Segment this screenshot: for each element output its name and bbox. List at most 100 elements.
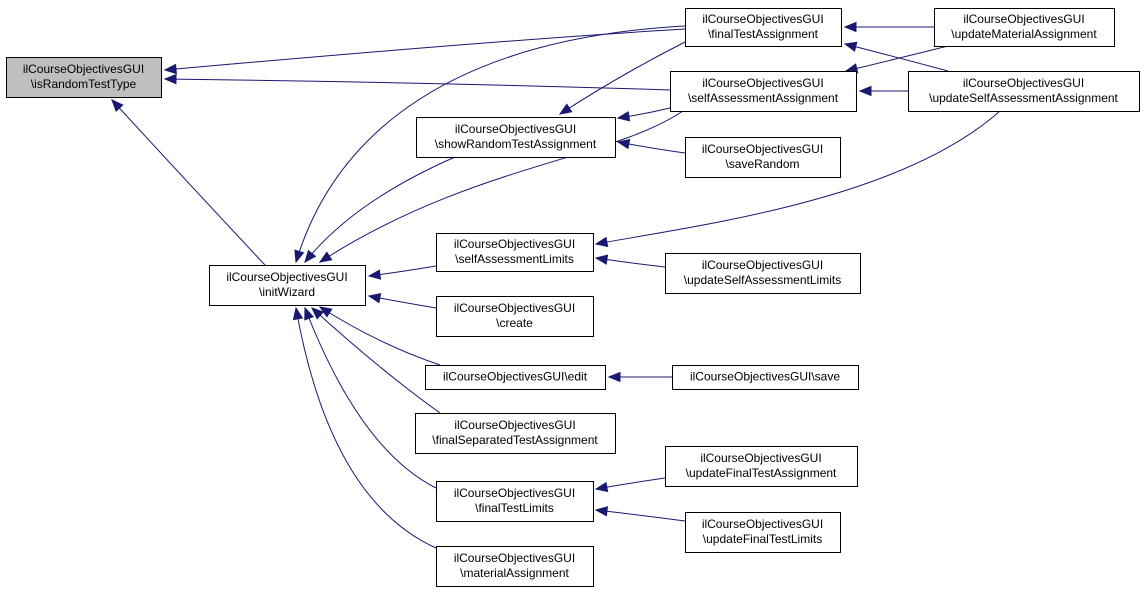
node-method-label: ilCourseObjectivesGUI\edit bbox=[443, 370, 588, 384]
node-box bbox=[665, 446, 858, 487]
node-method-label: \finalTestAssignment bbox=[708, 27, 819, 41]
node-box bbox=[209, 265, 366, 306]
node-selfAssessmentLimits[interactable]: ilCourseObjectivesGUI\selfAssessmentLimi… bbox=[436, 233, 594, 272]
node-updateFinalTestAssignment[interactable]: ilCourseObjectivesGUI\updateFinalTestAss… bbox=[665, 446, 858, 487]
edge-finalTestAssignment-to-showRandomTestAssignment bbox=[558, 41, 686, 115]
node-box bbox=[425, 365, 606, 390]
edge-updateMaterialAssignment-to-finalTestAssignment bbox=[843, 21, 934, 33]
node-class-label: ilCourseObjectivesGUI bbox=[963, 76, 1084, 90]
node-selfAssessmentAssignment[interactable]: ilCourseObjectivesGUI\selfAssessmentAssi… bbox=[670, 71, 857, 112]
arrowhead bbox=[111, 99, 124, 113]
edge-line bbox=[295, 307, 437, 549]
node-finalTestAssignment[interactable]: ilCourseObjectivesGUI\finalTestAssignmen… bbox=[685, 8, 842, 47]
arrowhead bbox=[304, 306, 315, 321]
node-box bbox=[415, 413, 616, 454]
node-box bbox=[436, 233, 594, 272]
node-saveRandom[interactable]: ilCourseObjectivesGUI\saveRandom bbox=[685, 137, 841, 178]
arrowhead bbox=[594, 506, 609, 517]
node-updateMaterialAssignment[interactable]: ilCourseObjectivesGUI\updateMaterialAssi… bbox=[934, 8, 1115, 47]
edge-updateMaterialAssignment-to-selfAssessmentAssignment bbox=[844, 45, 949, 74]
node-method-label: \showRandomTestAssignment bbox=[435, 137, 597, 151]
node-method-label: \create bbox=[496, 316, 533, 330]
edges-layer bbox=[111, 21, 1001, 549]
edge-line bbox=[304, 307, 437, 489]
node-save[interactable]: ilCourseObjectivesGUI\save bbox=[672, 365, 859, 390]
edge-selfAssessmentLimits-to-initWizard bbox=[367, 265, 437, 280]
edge-updateSelfAssessmentLimits-to-selfAssessmentLimits bbox=[594, 254, 666, 268]
node-class-label: ilCourseObjectivesGUI bbox=[454, 301, 575, 315]
arrowhead bbox=[304, 249, 317, 264]
edge-updateSelfAssessmentAssignment-to-finalTestAssignment bbox=[843, 41, 949, 72]
node-box bbox=[685, 512, 841, 553]
node-method-label: ilCourseObjectivesGUI\save bbox=[690, 370, 840, 384]
edge-line bbox=[164, 78, 671, 91]
edge-create-to-initWizard bbox=[367, 293, 437, 309]
edge-line bbox=[844, 43, 949, 72]
edge-line bbox=[319, 306, 441, 366]
node-method-label: \selfAssessmentLimits bbox=[455, 252, 574, 266]
node-class-label: ilCourseObjectivesGUI bbox=[226, 270, 347, 284]
node-method-label: \materialAssignment bbox=[460, 566, 569, 580]
node-method-label: \updateFinalTestAssignment bbox=[686, 466, 837, 480]
node-isRandomTestType[interactable]: ilCourseObjectivesGUI\isRandomTestType bbox=[6, 57, 162, 98]
edge-updateFinalTestAssignment-to-finalTestLimits bbox=[594, 477, 666, 493]
node-box bbox=[685, 8, 842, 47]
node-class-label: ilCourseObjectivesGUI bbox=[702, 517, 823, 531]
edge-showRandomTestAssignment-to-initWizard bbox=[304, 156, 456, 264]
node-box bbox=[685, 137, 841, 178]
edge-selfAssessmentAssignment-to-isRandomTestType bbox=[163, 73, 671, 91]
node-method-label: \saveRandom bbox=[725, 157, 799, 171]
arrowhead bbox=[858, 85, 872, 97]
node-method-label: \finalSeparatedTestAssignment bbox=[432, 433, 598, 447]
edge-finalTestLimits-to-initWizard bbox=[304, 306, 437, 489]
node-method-label: \isRandomTestType bbox=[31, 77, 137, 91]
arrowhead bbox=[594, 481, 609, 493]
node-class-label: ilCourseObjectivesGUI bbox=[454, 551, 575, 565]
edge-materialAssignment-to-initWizard bbox=[292, 306, 437, 549]
arrowhead bbox=[318, 251, 333, 263]
node-box bbox=[908, 71, 1140, 112]
node-class-label: ilCourseObjectivesGUI bbox=[454, 486, 575, 500]
edge-line bbox=[164, 28, 686, 71]
edge-line bbox=[559, 41, 686, 115]
arrowhead bbox=[594, 254, 609, 265]
node-create[interactable]: ilCourseObjectivesGUI\create bbox=[436, 296, 594, 337]
node-box bbox=[436, 296, 594, 337]
node-class-label: ilCourseObjectivesGUI bbox=[23, 62, 144, 76]
node-finalTestLimits[interactable]: ilCourseObjectivesGUI\finalTestLimits bbox=[436, 481, 594, 522]
node-class-label: ilCourseObjectivesGUI bbox=[702, 258, 823, 272]
node-method-label: \finalTestLimits bbox=[475, 501, 554, 515]
edge-finalTestAssignment-to-isRandomTestType bbox=[163, 28, 686, 75]
node-updateSelfAssessmentAssignment[interactable]: ilCourseObjectivesGUI\updateSelfAssessme… bbox=[908, 71, 1140, 112]
node-class-label: ilCourseObjectivesGUI bbox=[455, 122, 576, 136]
node-initWizard[interactable]: ilCourseObjectivesGUI\initWizard bbox=[209, 265, 366, 306]
node-box bbox=[6, 57, 162, 98]
node-class-label: ilCourseObjectivesGUI bbox=[454, 418, 575, 432]
arrowhead bbox=[294, 249, 305, 264]
node-edit[interactable]: ilCourseObjectivesGUI\edit bbox=[425, 365, 606, 390]
node-finalSeparatedTestAssignment[interactable]: ilCourseObjectivesGUI\finalSeparatedTest… bbox=[415, 413, 616, 454]
node-updateFinalTestLimits[interactable]: ilCourseObjectivesGUI\updateFinalTestLim… bbox=[685, 512, 841, 553]
node-updateSelfAssessmentLimits[interactable]: ilCourseObjectivesGUI\updateSelfAssessme… bbox=[665, 253, 861, 294]
node-method-label: \updateSelfAssessmentAssignment bbox=[929, 91, 1118, 105]
edge-updateSelfAssessmentAssignment-to-selfAssessmentAssignment bbox=[858, 85, 908, 97]
arrowhead bbox=[292, 306, 304, 321]
edge-line bbox=[845, 45, 949, 72]
arrowhead bbox=[163, 73, 177, 85]
node-materialAssignment[interactable]: ilCourseObjectivesGUI\materialAssignment bbox=[436, 546, 594, 587]
edge-line bbox=[595, 509, 686, 522]
arrowhead bbox=[311, 307, 325, 320]
arrowhead bbox=[616, 111, 631, 122]
node-class-label: ilCourseObjectivesGUI bbox=[702, 12, 823, 26]
node-method-label: \selfAssessmentAssignment bbox=[688, 91, 839, 105]
node-class-label: ilCourseObjectivesGUI bbox=[454, 237, 575, 251]
arrowhead bbox=[558, 103, 573, 115]
edge-updateFinalTestLimits-to-finalTestLimits bbox=[594, 506, 686, 522]
node-box bbox=[665, 253, 861, 294]
edge-saveRandom-to-showRandomTestAssignment bbox=[616, 138, 686, 154]
node-class-label: ilCourseObjectivesGUI bbox=[702, 142, 823, 156]
node-box bbox=[416, 117, 616, 158]
node-showRandomTestAssignment[interactable]: ilCourseObjectivesGUI\showRandomTestAssi… bbox=[416, 117, 616, 158]
edge-line bbox=[311, 307, 441, 414]
